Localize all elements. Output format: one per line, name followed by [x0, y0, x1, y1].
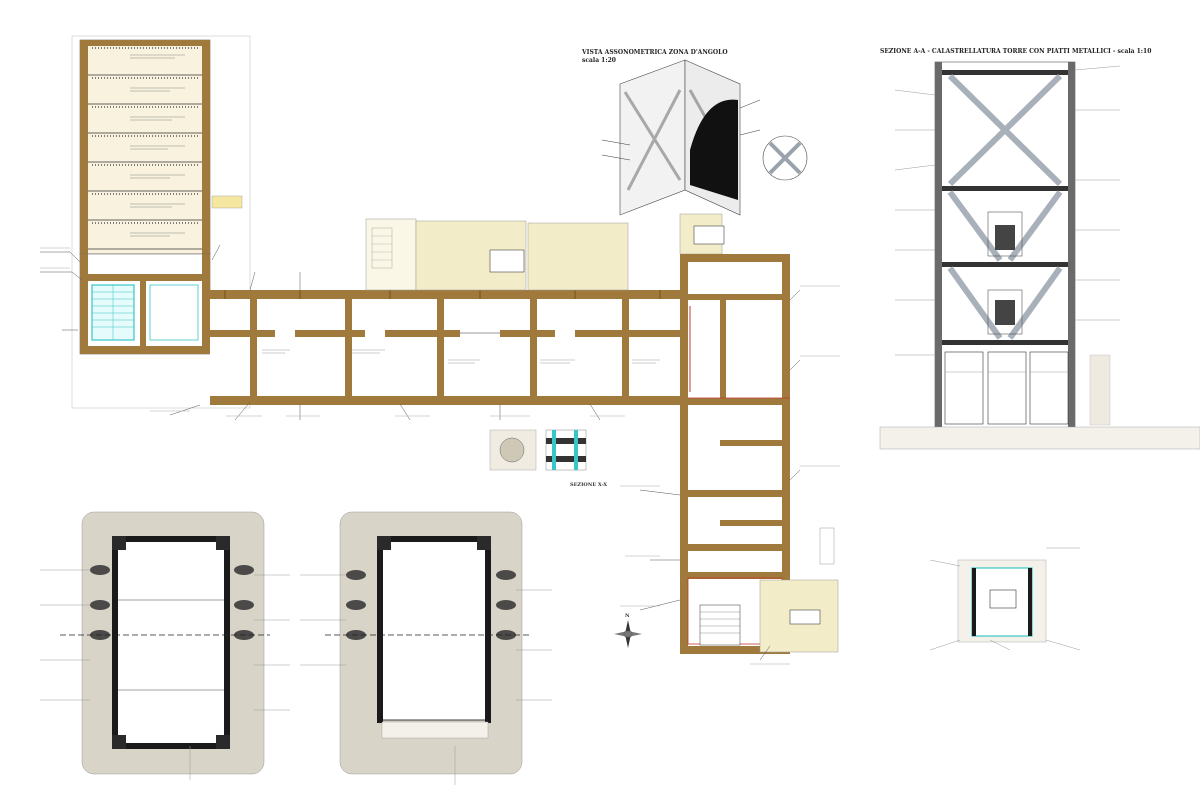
- north-wing-block: [71, 35, 251, 409]
- section-aa-leaders: [894, 65, 1121, 356]
- section-aa-title: SEZIONE A-A - CALASTRELLATURA TORRE CON …: [880, 48, 1151, 55]
- compass-rose-icon: N: [614, 613, 642, 648]
- central-wing: [210, 290, 680, 405]
- adjacent-buildings: [365, 213, 725, 291]
- section-xx-label: SEZIONE X-X: [570, 482, 607, 488]
- section-aa: SEZIONE A-A - CALASTRELLATURA TORRE CON …: [879, 48, 1200, 450]
- annotation-text-marks: [40, 247, 840, 665]
- axonometric-title: VISTA ASSONOMETRICA ZONA D'ANGOLO: [581, 49, 728, 56]
- axonometric-view: VISTA ASSONOMETRICA ZONA D'ANGOLO scala …: [581, 49, 808, 216]
- north-wing-notes: [130, 54, 185, 237]
- east-wing: [680, 254, 839, 654]
- small-tower-plan: [929, 547, 1081, 651]
- floor-plan: [40, 35, 840, 665]
- central-wing-notes: [262, 349, 660, 364]
- tower-plan-right: [300, 511, 552, 785]
- axonometric-scale: scala 1:20: [582, 57, 616, 64]
- tower-plan-left: [40, 511, 290, 780]
- compass-north-label: N: [625, 613, 630, 619]
- section-detail: SEZIONE X-X: [489, 429, 607, 488]
- north-wing-bays: [88, 74, 202, 250]
- annotation-leaders: [40, 244, 801, 661]
- stair-block: [79, 253, 211, 355]
